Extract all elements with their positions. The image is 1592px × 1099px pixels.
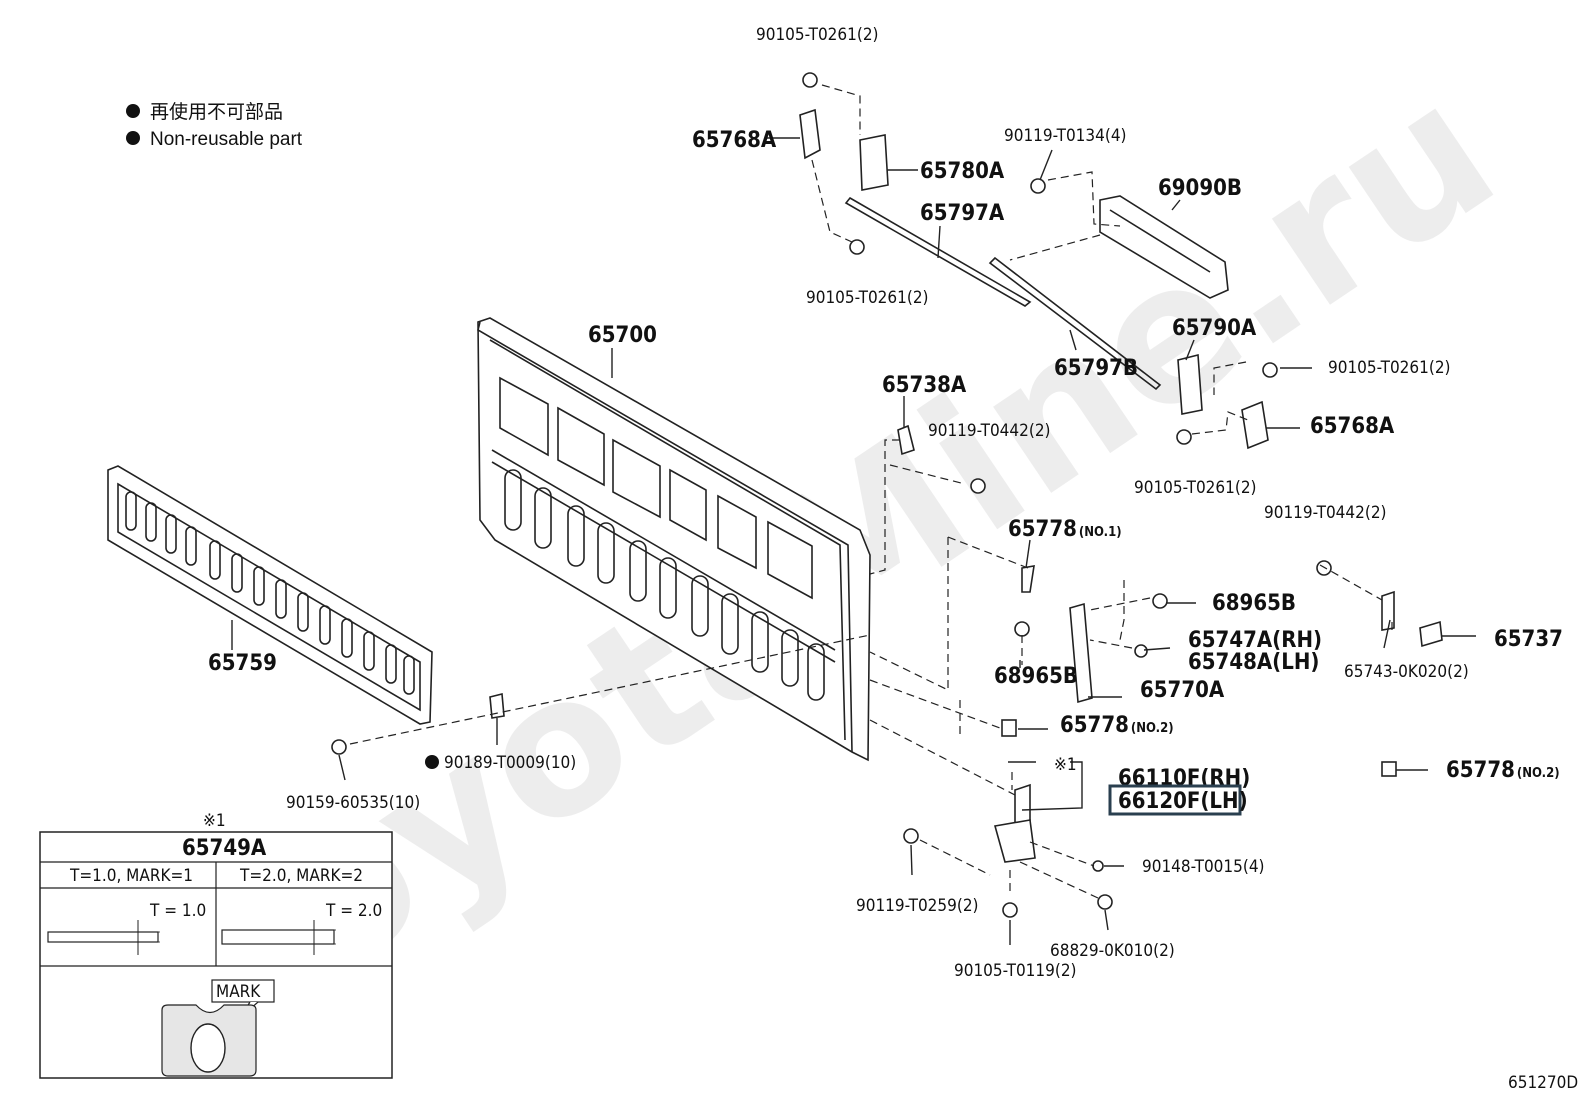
rods-and-latches-drawing — [489, 108, 1443, 863]
highlight-66120F — [1108, 784, 1242, 816]
non-reusable-dot-icon — [425, 755, 439, 769]
label-90105-T0261-top: 90105-T0261(2) — [756, 25, 879, 45]
inset-t2: T = 2.0 — [325, 901, 382, 921]
non-reusable-dot-icon — [126, 104, 140, 118]
label-90105-T0261-right: 90105-T0261(2) — [1328, 358, 1451, 378]
label-90105-T0261-low: 90105-T0261(2) — [1134, 478, 1257, 498]
inset-t1: T = 1.0 — [149, 901, 206, 921]
label-65700: 65700 — [588, 323, 657, 348]
leader-lines — [231, 137, 1476, 945]
inset-col2-header: T=2.0, MARK=2 — [239, 866, 363, 886]
diagram-code: 651270D — [1508, 1073, 1578, 1093]
label-65738A: 65738A — [882, 373, 967, 398]
label-65778-no1: 65778(NO.1) — [1008, 517, 1122, 542]
legend: 再使用不可部品 Non-reusable part — [126, 101, 303, 150]
label-68965B-right: 68965B — [1212, 591, 1296, 616]
label-68965B-left: 68965B — [994, 664, 1078, 689]
legend-english: Non-reusable part — [150, 129, 303, 150]
label-65778-no2: 65778(NO.2) — [1060, 713, 1174, 738]
label-90105-T0261-mid: 90105-T0261(2) — [806, 288, 929, 308]
inset-col1-header: T=1.0, MARK=1 — [69, 866, 193, 886]
label-90105-T0119: 90105-T0119(2) — [954, 961, 1077, 981]
tailgate-cover-drawing — [107, 465, 433, 725]
label-65768A-right: 65768A — [1310, 414, 1395, 439]
label-65780A: 65780A — [920, 159, 1005, 184]
label-65778-no2-b: 65778(NO.2) — [1446, 758, 1560, 783]
inset-note-mark: ※1 — [203, 811, 226, 831]
label-90159-60535: 90159-60535(10) — [286, 793, 420, 813]
label-65743-0K020: 65743-0K020(2) — [1344, 662, 1469, 682]
label-90148-T0015: 90148-T0015(4) — [1142, 857, 1265, 877]
label-65797B: 65797B — [1054, 356, 1138, 381]
inset-65749A: ※1 65749A T=1.0, MARK=1 T=2.0, MARK=2 T … — [39, 811, 393, 1079]
label-90119-T0442-mid: 90119-T0442(2) — [928, 421, 1051, 441]
bolt-icons — [331, 72, 1332, 918]
inset-title: 65749A — [182, 836, 267, 861]
label-65768A-top: 65768A — [692, 128, 777, 153]
label-90119-T0134: 90119-T0134(4) — [1004, 126, 1127, 146]
label-66120F: 66120F(LH) — [1118, 789, 1248, 814]
label-69090B: 69090B — [1158, 176, 1242, 201]
part-labels: 90105-T0261(2) 65768A 65780A 90119-T0134… — [208, 25, 1563, 981]
label-note-mark: ※1 — [1054, 755, 1077, 775]
label-65747A: 65747A(RH) — [1188, 628, 1322, 653]
label-65748A: 65748A(LH) — [1188, 650, 1319, 675]
label-65797A: 65797A — [920, 201, 1005, 226]
label-65737: 65737 — [1494, 627, 1563, 652]
label-68829-0K010: 68829-0K010(2) — [1050, 941, 1175, 961]
label-90119-T0259: 90119-T0259(2) — [856, 896, 979, 916]
label-90119-T0442-right: 90119-T0442(2) — [1264, 503, 1387, 523]
label-90189-T0009: 90189-T0009(10) — [444, 753, 576, 773]
label-65759: 65759 — [208, 651, 277, 676]
non-reusable-dot-icon — [126, 131, 140, 145]
inset-mark-label: MARK — [216, 982, 261, 1002]
tailgate-panel-drawing — [477, 317, 871, 762]
legend-japanese: 再使用不可部品 — [150, 101, 283, 123]
assembly-dashed-lines — [349, 84, 1393, 899]
label-65770A: 65770A — [1140, 678, 1225, 703]
label-65790A: 65790A — [1172, 316, 1257, 341]
